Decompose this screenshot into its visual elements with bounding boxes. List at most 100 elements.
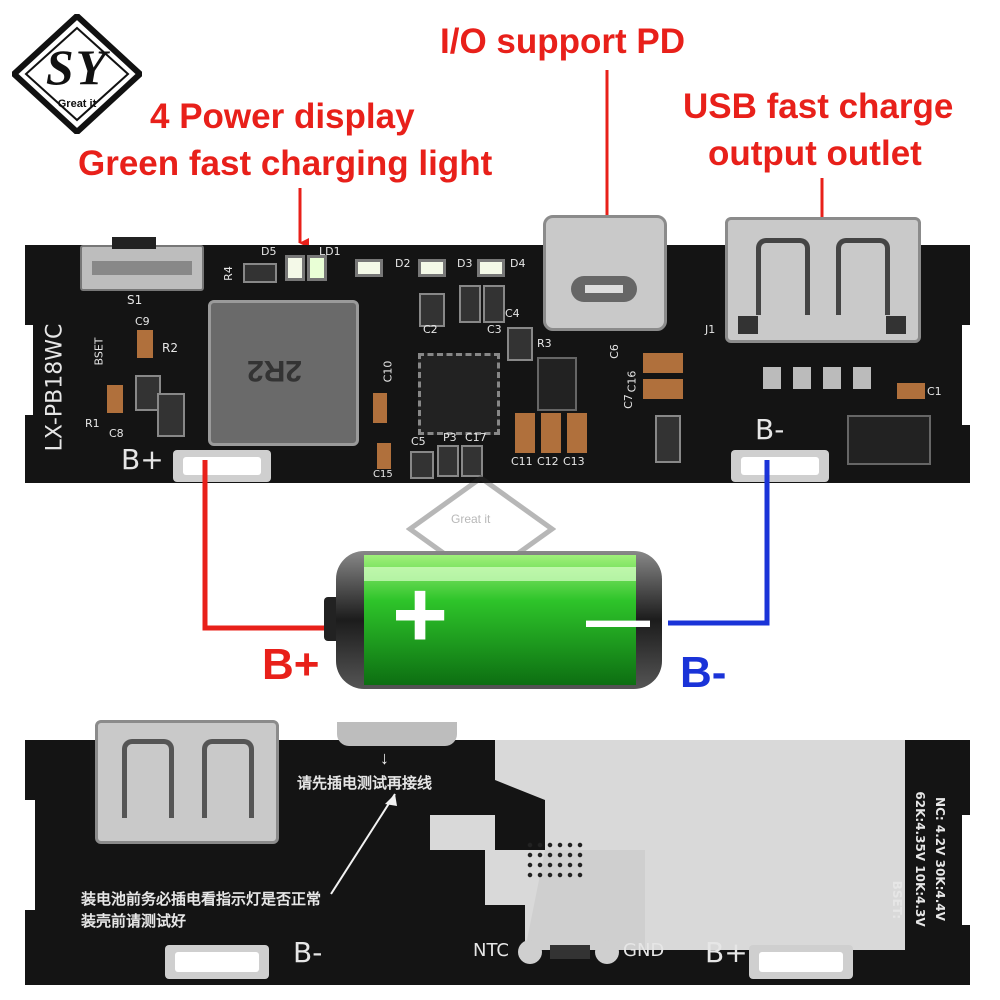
bset-title: BSET: [890,880,904,919]
fast-charging-light-label: Green fast charging light [78,144,493,183]
top-b-minus-pad [731,450,829,482]
top-b-minus-label: B- [755,413,785,446]
bset-table: BSET: NC: 4.2V 30K:4.4V 62K:4.35V 10K:4.… [875,760,965,975]
bottom-b-minus-pad [165,945,269,979]
silk-r3: R3 [537,337,552,350]
battery-b-plus-label: B+ [262,640,320,689]
silk-d3: D3 [457,257,473,270]
silk-r1: R1 [85,417,100,430]
cap-c8 [107,385,123,413]
usb-type-c-port [543,215,667,331]
cap-c15 [377,443,391,469]
resistor-p3 [410,451,434,479]
power-display-label: 4 Power display [150,97,415,136]
protection-ic [847,415,931,465]
silk-c5: C5 [411,435,426,448]
bottom-usb-a-port [95,720,279,844]
usb-a-pins [763,367,873,389]
resistor-r4 [243,263,277,283]
bottom-b-plus-label: B+ [705,936,748,969]
cap-c10 [373,393,387,423]
board-notch-left [21,325,33,415]
silk-d5: D5 [261,245,277,258]
top-b-plus-label: B+ [121,443,164,476]
silk-c11: C11 [511,455,533,468]
silk-c15: C15 [373,469,393,480]
logo-letters: SY [45,39,109,95]
ntc-label: NTC [473,940,509,961]
charge-led-5 [477,259,505,277]
silk-d4: D4 [510,257,526,270]
brand-logo: SY Great it [9,11,145,137]
note-test-before-casing: 装壳前请测试好 [81,912,187,930]
power-inductor: 2R2 [208,300,359,446]
battery-cell: + — [322,545,682,695]
top-pcb-board: LX-PB18WC S1 R4 D5 LD1 D2 D3 D4 C9 R2 BS… [21,215,974,483]
charge-led-3 [355,259,383,277]
battery-wires [202,460,770,631]
bottom-notch-right [962,815,974,925]
usb-fast-charge-label: USB fast charge [683,87,954,126]
ntc-gnd-bridge [550,945,590,959]
charge-led-2 [307,255,327,281]
slide-switch [80,237,204,291]
silk-s1: S1 [127,293,143,307]
bottom-type-c-shell [337,722,457,746]
resistor-r1 [157,393,185,437]
cap-c3 [459,285,481,323]
bset-line-1: NC: 4.2V 30K:4.4V [933,797,947,921]
battery-plus-sign: + [392,561,449,668]
silk-p3: P3 [443,431,457,444]
cap-c1 [897,383,925,399]
silk-j1: J1 [705,323,716,336]
cap-p3b [461,445,483,477]
silk-c9: C9 [135,315,150,328]
silk-ld1: LD1 [319,245,341,258]
cap-c7 [643,379,683,399]
logo-tagline: Great it [57,98,97,110]
note-arrow-down: ↓ [380,748,389,768]
output-outlet-label: output outlet [708,134,922,173]
battery-b-minus-label: B- [680,648,727,697]
battery-icon [324,551,662,689]
silk-c13: C13 [563,455,585,468]
via-grid [525,840,585,880]
transistor-q [537,357,577,411]
silk-c8: C8 [109,427,124,440]
cap-c12 [541,413,561,453]
bottom-notch-left [21,800,35,910]
silk-c2: C2 [423,323,438,336]
cap-c13 [567,413,587,453]
resistor-r3 [507,327,533,361]
gnd-label: GND [623,940,665,961]
note-check-indicator: 装电池前务必插电看指示灯是否正常 [81,890,322,908]
usb-a-port [725,217,921,343]
logo-diamond-icon [9,11,145,137]
cap-c17 [437,445,459,477]
silk-c17: C17 [465,431,487,444]
note-pointer-arrow [330,793,397,895]
cap-c9 [137,330,153,358]
cap-c4 [483,285,505,323]
cap-c6 [655,415,681,463]
charge-led-1 [285,255,305,281]
bottom-b-minus-label: B- [293,936,323,969]
cap-c2 [419,293,445,327]
silk-c12: C12 [537,455,559,468]
bottom-pcb-board: ↓ 请先插电测试再接线 装电池前务必插电看指示灯是否正常 装壳前请测试好 B- … [21,720,974,985]
silk-c3: C3 [487,323,502,336]
bottom-b-plus-pad [749,945,853,979]
silk-r2: R2 [162,341,178,355]
red-wire [202,460,330,631]
bset-line-2: 62K:4.35V 10K:4.3V [913,791,927,927]
board-notch-right [962,325,974,425]
silk-d2: D2 [395,257,411,270]
silk-c1: C1 [927,385,942,398]
note-test-before-wiring: 请先插电测试再接线 [297,774,433,792]
silk-c4: C4 [505,307,520,320]
cap-c11 [515,413,535,453]
ntc-pad [518,940,542,964]
cap-c16 [643,353,683,373]
main-controller-ic [418,353,500,435]
blue-wire [668,460,770,626]
